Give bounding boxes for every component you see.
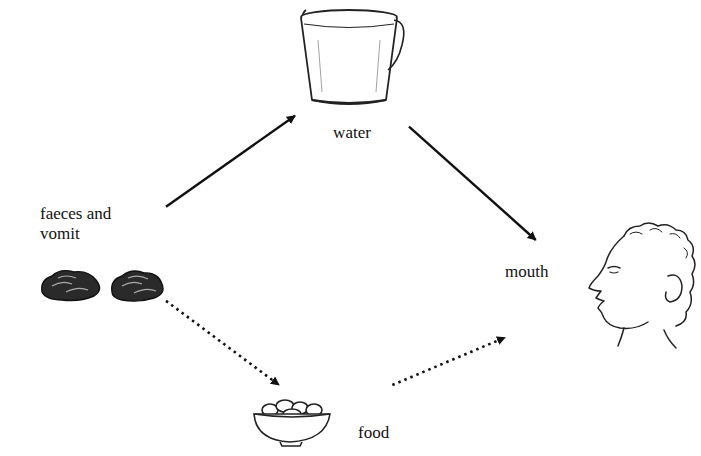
picture-node: food <box>245 385 395 446</box>
mouth-label: mouth <box>505 262 548 282</box>
bucket-label: water <box>295 123 409 143</box>
picture-node: mouth <box>505 240 695 355</box>
dotted-arrow <box>392 338 505 385</box>
solid-arrow <box>166 116 295 207</box>
food-bowl-drawing <box>254 400 330 446</box>
faeces-drawing <box>42 271 163 301</box>
face-drawing <box>589 223 695 348</box>
dotted-arrow <box>166 301 279 385</box>
source-label: faeces and vomit <box>40 204 112 243</box>
picture-node: faeces and vomit <box>36 200 166 305</box>
solid-arrow <box>409 127 536 240</box>
bucket-drawing <box>301 10 404 104</box>
food-label: food <box>358 423 389 443</box>
picture-node: water <box>295 5 409 146</box>
